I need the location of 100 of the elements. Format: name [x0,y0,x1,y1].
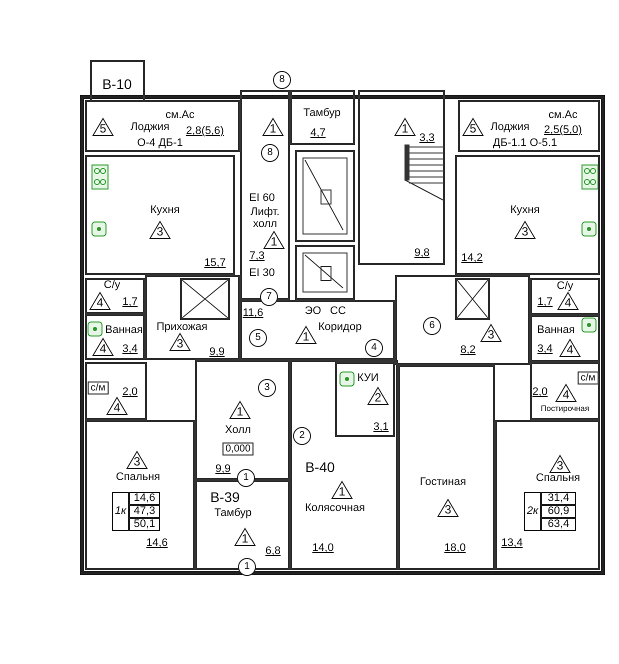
area-value: 3,4 [537,343,553,355]
room-type-mark: 3 [514,220,536,240]
table-cell: 31,4 [541,492,576,505]
room-outline [290,90,355,145]
area-value: 9,9 [215,463,231,475]
room-outline [145,275,240,360]
area-value: 1,7 [537,296,553,308]
room-outline [335,362,395,437]
area-value: 2,0 [122,386,138,398]
table-cell: 63,4 [541,518,576,531]
room-outline [85,362,147,420]
room-type-mark: 1 [263,230,285,250]
room-type-mark: 3 [549,454,571,474]
table-cell: 2к [524,492,541,531]
room-type-mark: 1 [295,326,317,344]
area-value: 6,8 [265,545,281,557]
room-label: Кухня [150,204,180,216]
area-value: 9,9 [209,346,225,358]
section-marker: 8 [261,144,279,162]
room-label: Спальня [536,472,580,484]
area-value: 3,1 [373,421,389,433]
room-label: Прихожая [156,321,208,333]
room-label: Лоджия [130,121,170,133]
room-label: см.Ас [548,109,578,121]
room-outline [455,155,600,275]
section-marker: 8 [273,71,291,89]
area-value: 2,5(5,0) [544,124,582,136]
room-type-mark: 4 [106,396,128,416]
elevator-shaft-drawing [295,150,355,242]
room-label: см.Ас [166,109,194,121]
room-label: ДБ-1.1 О-5.1 [492,137,558,149]
room-label: Постирочная [540,403,590,415]
section-marker: 3 [258,379,276,397]
room-outline [240,90,290,300]
room-outline [85,278,145,314]
area-value: 9,8 [414,247,430,259]
plan-mark: с/м [88,382,108,394]
room-outline [530,315,600,362]
room-label: Холл [225,424,251,436]
room-label: Тамбур [303,107,341,119]
room-outline [398,365,495,570]
room-label: Колясочная [304,502,366,514]
table-cell: 60,9 [541,505,576,518]
room-type-mark: 3 [149,220,171,240]
plan-label: EI 30 [249,267,275,279]
room-label: Гостиная [420,476,466,488]
room-type-mark: 4 [92,338,114,356]
section-marker: 4 [365,339,383,357]
plan-label: ЭО [304,305,322,317]
room-outline [290,360,398,570]
section-marker: 7 [260,288,278,306]
plan-mark: с/м [578,372,598,384]
room-label: КУИ [357,372,379,384]
room-type-mark: 5 [462,118,484,136]
plan-mark: 0,000 [222,442,254,456]
room-type-mark: 3 [480,324,502,342]
room-label: Коридор [318,321,362,333]
room-label: B-10 [102,78,132,90]
area-value: 15,7 [204,257,226,269]
plan-label: СС [330,305,346,317]
room-outline [85,420,195,570]
area-value: 1,7 [122,296,138,308]
area-value: 7,3 [249,250,265,262]
room-label: Кухня [510,204,540,216]
ventilation-shaft-box [180,278,230,320]
section-marker: 2 [293,427,311,445]
room-type-mark: 1 [262,118,284,136]
table-cell: 50,1 [129,518,160,531]
room-outline [458,100,600,152]
room-type-mark: 1 [331,480,353,500]
room-type-mark: 3 [169,332,191,352]
room-outline [85,155,235,275]
room-outline [495,420,600,570]
elevator-shaft-drawing [295,245,355,300]
room-label: Спальня [116,471,160,483]
room-type-mark: 4 [557,292,579,310]
area-value: 14,0 [312,542,334,554]
table-cell: 14,6 [129,492,160,505]
room-outline [358,90,445,265]
area-value: 8,2 [460,344,476,356]
room-outline [85,100,240,152]
room-outline [195,360,290,480]
room-outline [85,314,145,360]
area-value: 18,0 [444,542,466,554]
room-type-mark: 1 [234,528,256,546]
table-cell: 47,3 [129,505,160,518]
area-value: 4,7 [310,127,326,139]
section-marker: 5 [249,329,267,347]
area-value: 14,6 [146,537,168,549]
area-value: 3,3 [419,132,435,144]
table-cell: 1к [112,492,129,531]
area-value: 14,2 [461,252,483,264]
room-type-mark: 4 [555,384,577,402]
room-type-mark: 2 [367,386,389,406]
room-type-mark: 3 [437,498,459,518]
ventilation-shaft-box [455,278,490,320]
room-label: Лифт. холл [249,206,281,230]
room-label: Ванная [537,324,575,336]
area-value: 2,8(5,6) [186,125,224,137]
room-type-mark: 5 [92,118,114,136]
